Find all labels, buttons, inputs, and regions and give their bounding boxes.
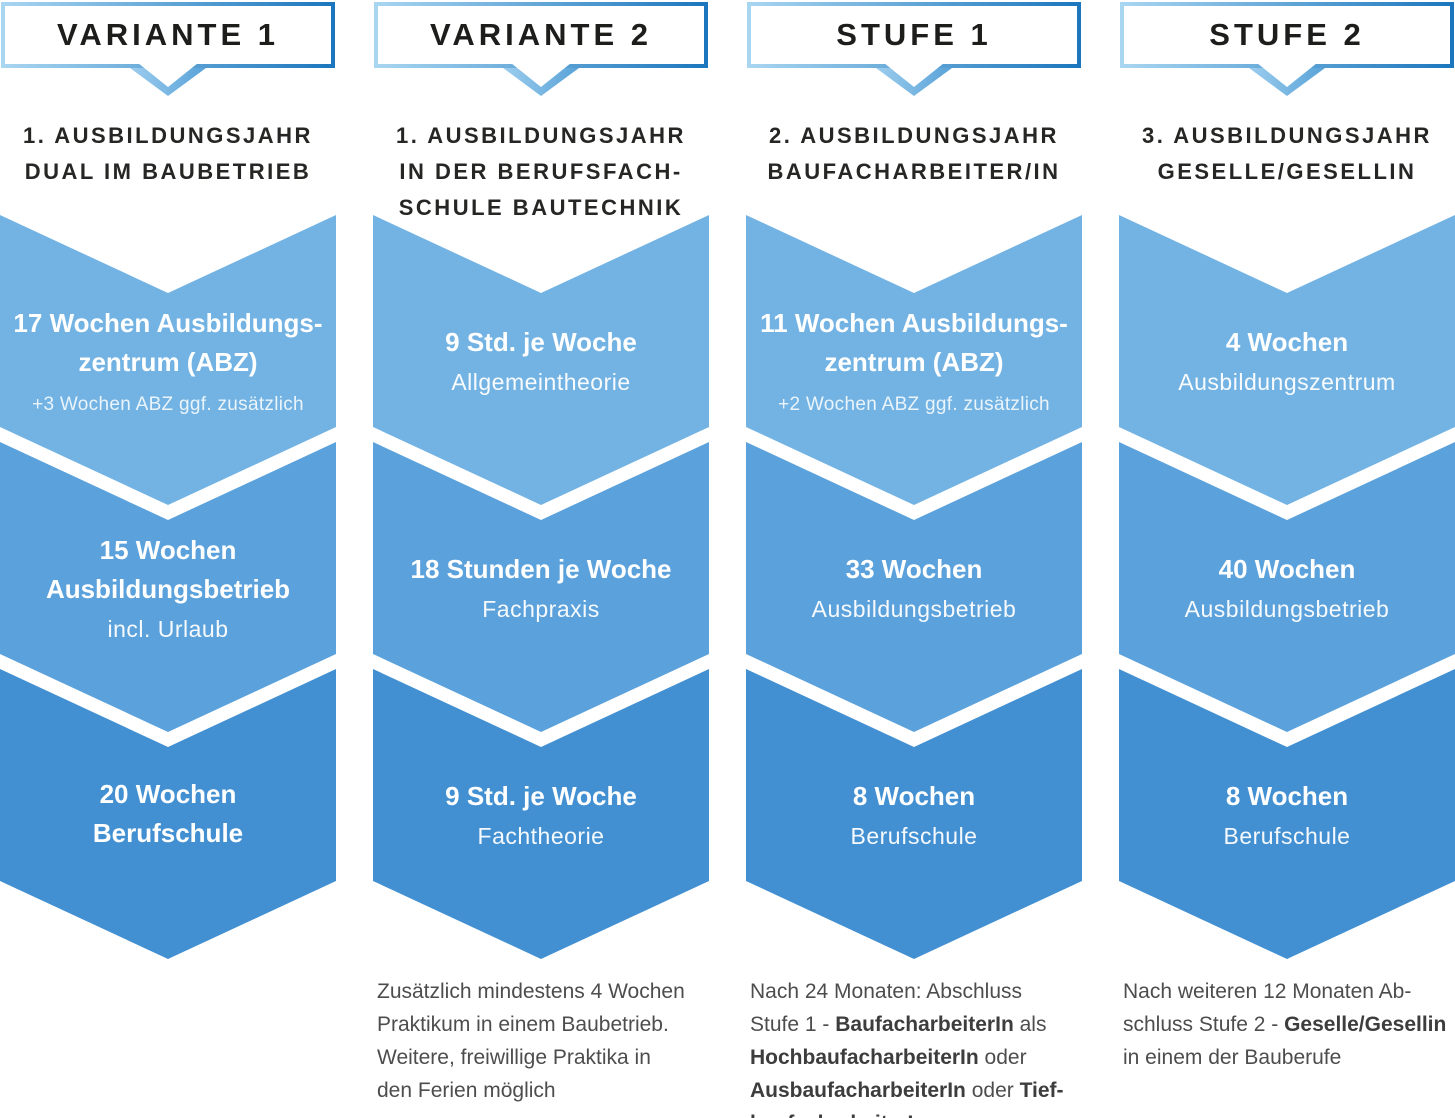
- band-title: 18 Stunden je Woche: [410, 554, 672, 584]
- band-subtitle: Ausbildungszentrum: [1178, 369, 1396, 395]
- column-header-label: VARIANTE 1: [56, 17, 279, 52]
- column-header-tag: VARIANTE 1: [1, 2, 335, 96]
- band-title: 8 Wochen: [1225, 781, 1349, 811]
- column-header-label: STUFE 2: [1209, 17, 1365, 52]
- band-title: 17 Wochen Ausbildungs-zentrum (ABZ): [13, 308, 323, 377]
- band-title: 40 Wochen: [1218, 554, 1356, 584]
- column-header-box: STUFE 2: [1124, 6, 1450, 64]
- chevron-stack: 17 Wochen Ausbildungs-zentrum (ABZ) +3 Wo…: [0, 215, 336, 959]
- band-title: 9 Std. je Woche: [445, 327, 637, 357]
- band-subtitle: Ausbildungsbetrieb: [1184, 596, 1390, 622]
- band-subtitle: incl. Urlaub: [107, 615, 229, 642]
- band-title: 11 Wochen Ausbildungs-zentrum (ABZ): [760, 308, 1068, 377]
- column-header-box: VARIANTE 1: [5, 6, 331, 64]
- column-header-tag: VARIANTE 2: [374, 2, 708, 96]
- band-note: +2 Wochen ABZ ggf. zusätzlich: [778, 394, 1050, 415]
- band-subtitle: Ausbildungsbetrieb: [811, 596, 1017, 622]
- chevron-band-1: 11 Wochen Ausbildungs-zentrum (ABZ) +2 Wo…: [746, 215, 1082, 505]
- column-footer: Nach weiteren 12 Monaten Ab-schluss Stuf…: [1123, 980, 1447, 1069]
- band-note: +3 Wochen ABZ ggf. zusätzlich: [32, 394, 304, 415]
- band-subtitle: Berufschule: [1223, 823, 1351, 849]
- column-header-tag: STUFE 2: [1120, 2, 1454, 96]
- column-header-box: STUFE 1: [751, 6, 1077, 64]
- column-header-tag: STUFE 1: [747, 2, 1081, 96]
- column-header-label: VARIANTE 2: [429, 17, 652, 52]
- band-title: 8 Wochen: [852, 781, 976, 811]
- column-header-label: STUFE 1: [836, 17, 992, 52]
- band-title: 33 Wochen: [845, 554, 983, 584]
- chevron-stack: 11 Wochen Ausbildungs-zentrum (ABZ) +2 Wo…: [746, 215, 1082, 959]
- column-header-box: VARIANTE 2: [378, 6, 704, 64]
- chevron-band-1: 17 Wochen Ausbildungs-zentrum (ABZ) +3 Wo…: [0, 215, 336, 505]
- band-title: 9 Std. je Woche: [445, 781, 637, 811]
- band-title: 4 Wochen: [1225, 327, 1349, 357]
- band-subtitle: Fachtheorie: [477, 823, 605, 849]
- band-subtitle: Fachpraxis: [482, 596, 600, 622]
- band-subtitle: Berufschule: [850, 823, 978, 849]
- band-subtitle: Allgemeintheorie: [451, 369, 631, 395]
